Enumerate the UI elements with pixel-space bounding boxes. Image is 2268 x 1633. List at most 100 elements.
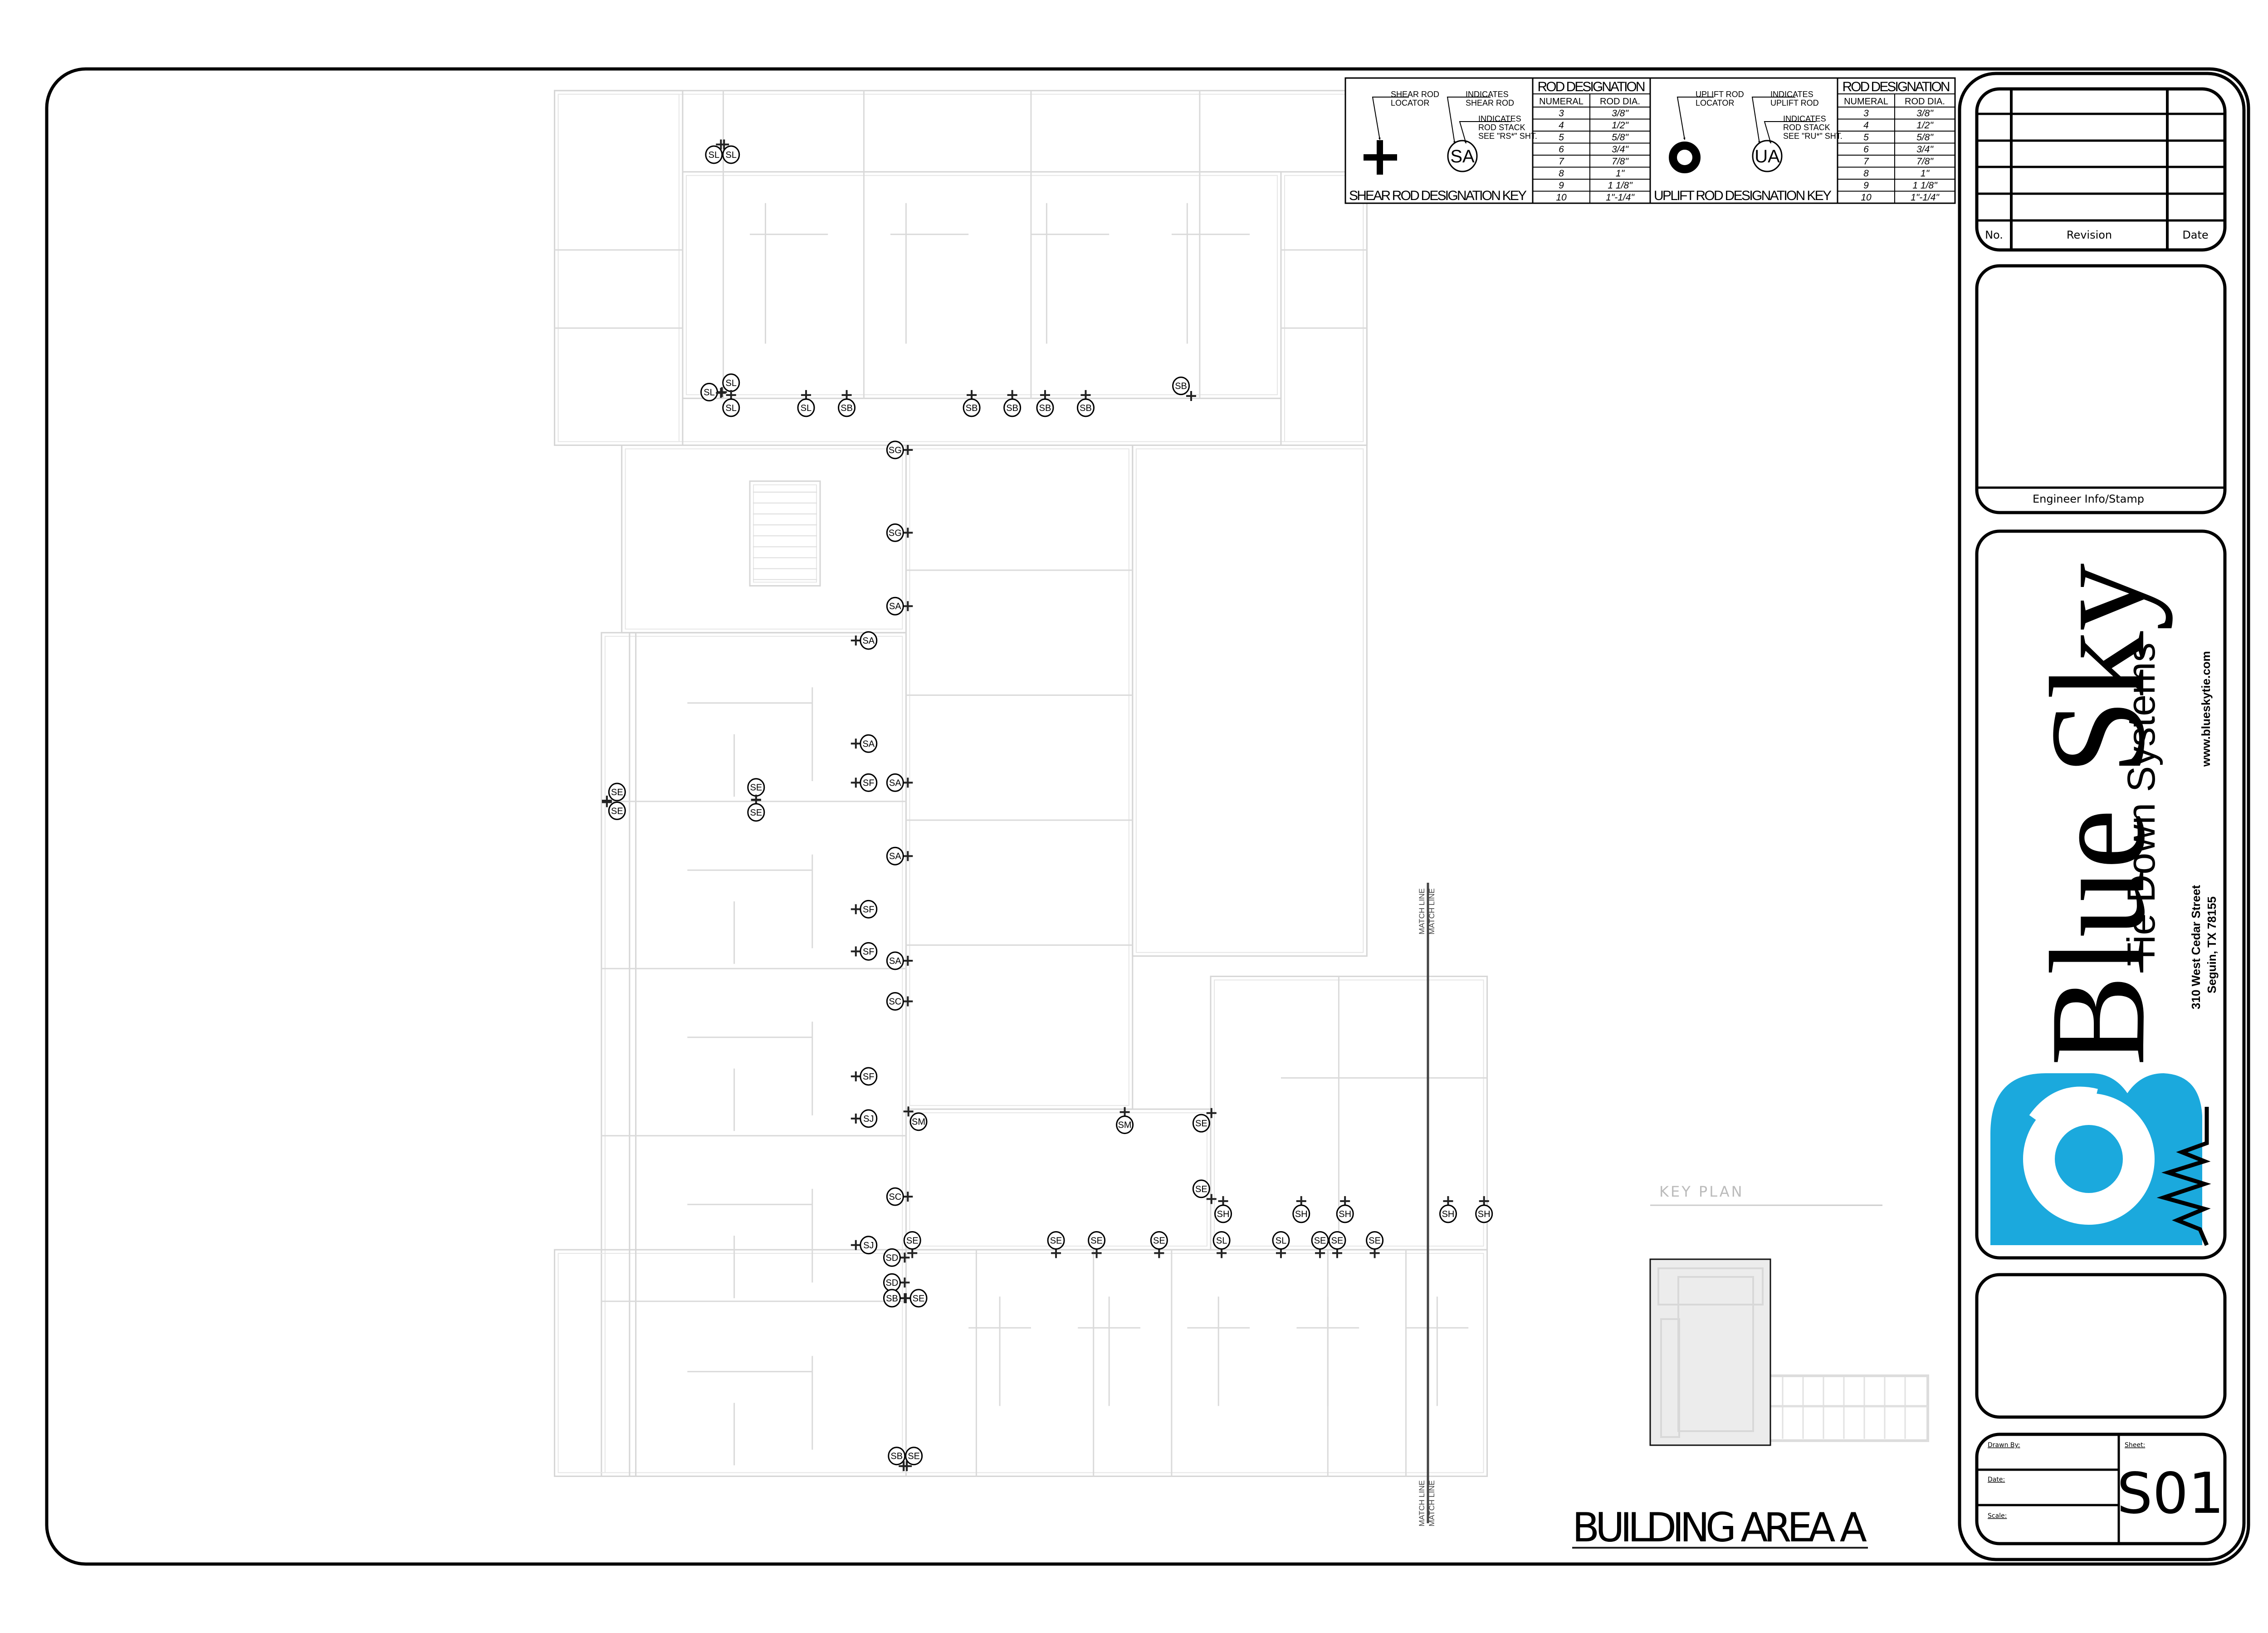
wall-inner <box>625 448 903 630</box>
rod-marker: SG <box>886 523 913 542</box>
shear-rod-locator-icon <box>1217 1248 1227 1258</box>
rod-marker: SH <box>1439 1196 1457 1223</box>
marker-circle <box>1003 398 1022 417</box>
marker-circle <box>860 734 878 753</box>
rod-marker: SE <box>601 795 626 820</box>
rod-marker: SE <box>1311 1231 1329 1258</box>
marker-label: SB <box>1175 381 1187 391</box>
sheet-border <box>45 67 2250 1566</box>
marker-circle <box>1292 1204 1310 1223</box>
marker-label: SH <box>1295 1209 1308 1219</box>
wall <box>554 90 684 446</box>
rod-marker: SA <box>850 734 878 753</box>
rod-numeral: 4 <box>1863 120 1869 131</box>
sheet-number: S01 <box>2117 1461 2224 1526</box>
shear-rod-locator-icon <box>850 1113 861 1124</box>
marker-label: SL <box>801 403 811 413</box>
marker-label: SA <box>862 636 875 646</box>
marker-label: SE <box>1153 1236 1165 1246</box>
marker-circle <box>1150 1231 1168 1250</box>
indicates-stack-label: INDICATES <box>1478 114 1521 123</box>
rod-diameter: 1/2" <box>1916 120 1934 131</box>
marker-circle <box>905 1447 923 1466</box>
rod-diameter: 1" <box>1921 168 1930 179</box>
locator-label: LOCATOR <box>1696 98 1734 108</box>
wall-inner <box>685 175 1278 396</box>
company-logo-box: Blue Sky Tie Down Systems 310 West Cedar… <box>1975 529 2227 1260</box>
marker-label: SC <box>889 1192 901 1202</box>
rod-numeral: 5 <box>1559 132 1564 143</box>
wall-inner <box>604 636 903 1473</box>
title-block: No. Revision Date Engineer Info/Stamp Bl… <box>1958 72 2246 1561</box>
marker-label: SB <box>890 1452 903 1462</box>
marker-label: SE <box>750 783 762 793</box>
rod-diameter: 3/8" <box>1612 108 1629 119</box>
marker-label: SB <box>886 1294 898 1304</box>
marker-circle <box>886 1187 904 1206</box>
marker-circle <box>886 846 904 865</box>
shear-rod-locator-icon <box>1296 1196 1306 1206</box>
shear-rod-locator-icon <box>850 635 861 645</box>
shear-rod-locator-icon <box>850 946 861 957</box>
marker-circle <box>1214 1204 1232 1223</box>
wall-inner <box>1135 448 1364 953</box>
rod-marker: SF <box>850 773 878 792</box>
marker-label: SF <box>863 947 875 957</box>
scale-label: Scale: <box>1988 1512 2007 1520</box>
marker-circle <box>1272 1231 1290 1250</box>
shear-rod-locator-icon <box>899 1461 909 1472</box>
marker-circle <box>1366 1231 1384 1250</box>
marker-label: SB <box>966 403 978 413</box>
key-plan: KEY PLAN <box>1649 1183 1929 1446</box>
marker-circle <box>1475 1204 1493 1223</box>
rod-marker: SE <box>747 794 765 822</box>
marker-circle <box>886 773 904 792</box>
shear-rod-locator-icon <box>801 390 811 400</box>
rod-marker: SB <box>1172 376 1196 401</box>
shear-rod-locator-icon <box>1369 1248 1380 1258</box>
marker-circle <box>886 992 904 1011</box>
shear-rod-locator-icon <box>1443 1196 1453 1206</box>
wall <box>621 445 907 634</box>
rod-numeral: 3 <box>1559 108 1564 119</box>
shear-rod-locator-icon <box>716 139 726 150</box>
marker-label: SD <box>886 1253 899 1263</box>
shear-rod-locator-icon <box>1206 1194 1217 1204</box>
rod-marker: SA <box>886 773 913 792</box>
shear-rod-locator-icon <box>1315 1248 1325 1258</box>
marker-circle <box>860 942 878 961</box>
designation-circle <box>1752 140 1783 172</box>
wall <box>554 1249 1488 1477</box>
shear-rod-locator-icon <box>903 955 913 966</box>
marker-circle <box>797 398 815 417</box>
marker-label: SE <box>1090 1236 1103 1246</box>
rod-diameter: 1" <box>1616 168 1625 179</box>
marker-circle <box>886 523 904 542</box>
key-plan-label: KEY PLAN <box>1659 1183 1744 1200</box>
marker-circle <box>1192 1114 1210 1133</box>
shear-rod-locator-icon <box>850 904 861 914</box>
marker-label: SE <box>750 808 762 818</box>
marker-label: SB <box>1039 403 1051 413</box>
indicates-rod-label: INDICATES <box>1770 90 1813 99</box>
marker-circle <box>608 801 626 820</box>
rod-diameter: 1"-1/4" <box>1606 192 1635 203</box>
locator-label: UPLIFT ROD <box>1696 90 1744 99</box>
wall <box>1132 445 1368 957</box>
rod-marker: SL <box>1272 1231 1290 1258</box>
marker-circle <box>1192 1179 1210 1198</box>
marker-label: SE <box>906 1236 919 1246</box>
indicates-stack-label: ROD STACK <box>1478 123 1525 132</box>
rod-marker: SE <box>901 1289 928 1308</box>
indicates-stack-label: ROD STACK <box>1783 123 1830 132</box>
rod-table-header: ROD DIA. <box>1600 97 1640 107</box>
rod-table-title: ROD DESIGNATION <box>1538 79 1646 94</box>
revision-table: No. Revision Date <box>1975 87 2227 252</box>
marker-circle <box>903 1231 921 1250</box>
marker-label: SH <box>1478 1209 1491 1219</box>
marker-label: SE <box>1195 1184 1207 1194</box>
indicates-rod-label: SHEAR ROD <box>1466 98 1514 108</box>
marker-circle <box>608 782 626 802</box>
rod-marker: SB <box>1076 390 1095 417</box>
